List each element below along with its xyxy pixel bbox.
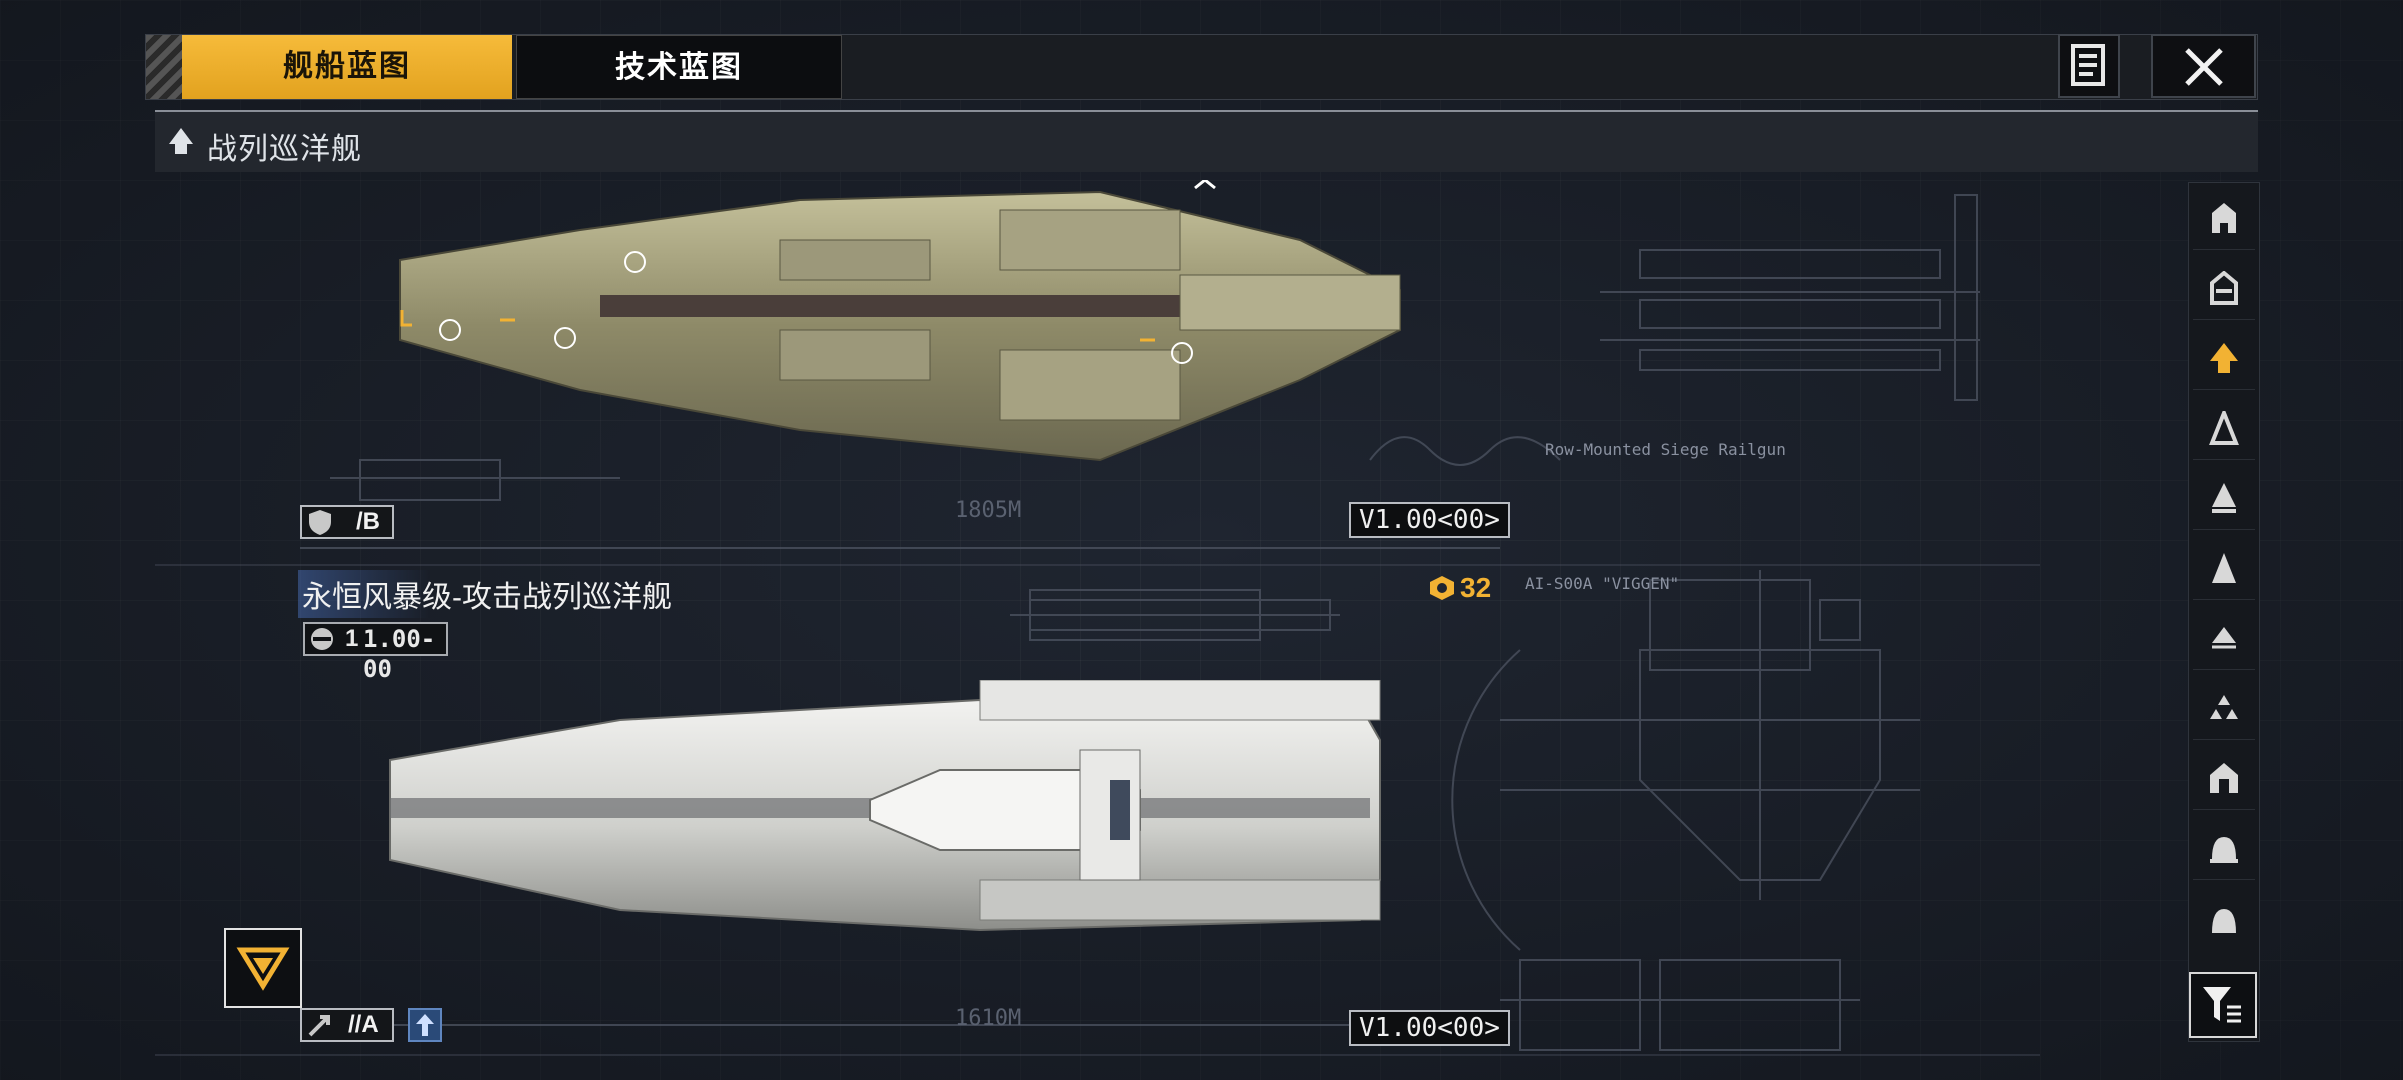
shield-icon	[309, 510, 331, 535]
ship-1-length: 1805M	[955, 498, 1022, 523]
dreadnought-icon	[2210, 763, 2238, 793]
collapse-button[interactable]	[224, 928, 302, 1008]
document-icon	[2071, 44, 2105, 86]
side-item-escort[interactable]	[2193, 607, 2255, 670]
filter-button[interactable]	[2189, 972, 2257, 1038]
frigate-icon	[2212, 203, 2236, 233]
destroyer-icon	[2210, 271, 2238, 305]
support-icon	[2210, 695, 2238, 719]
notes-button[interactable]	[2058, 34, 2120, 98]
carrier-icon	[2212, 553, 2236, 583]
level-icon	[311, 628, 333, 650]
ship-1-grade-tag: /B	[300, 505, 394, 539]
ship-model-2[interactable]	[380, 680, 1390, 950]
station-icon	[2210, 837, 2238, 863]
ship-2-level: 1.00-00	[363, 625, 436, 683]
blueprint-fragment-icon	[1430, 576, 1454, 600]
ship-2-grade: //A	[348, 1011, 379, 1038]
category-label: 战列巡洋舰	[207, 133, 362, 166]
side-item-battlecruiser[interactable]	[2193, 327, 2255, 390]
tab-bar-stripe	[146, 35, 182, 99]
attack-icon	[308, 1015, 330, 1037]
ship-2-level-prefix: 1	[345, 625, 359, 652]
battlecruiser-icon	[2210, 343, 2238, 373]
ship-2-length: 1610M	[955, 1006, 1022, 1031]
side-item-cruiser[interactable]	[2193, 397, 2255, 460]
ship-1-version: V1.00<00>	[1349, 502, 1510, 538]
side-item-special[interactable]	[2193, 887, 2255, 949]
special-icon	[2212, 909, 2236, 933]
side-item-destroyer[interactable]	[2193, 257, 2255, 320]
side-item-heavy-cruiser[interactable]	[2193, 467, 2255, 530]
ship-class-panel	[2188, 182, 2260, 1042]
ship-2-grade-tag: //A	[300, 1008, 394, 1042]
chevron-down-icon	[236, 947, 290, 991]
side-item-frigate[interactable]	[2193, 187, 2255, 250]
tab-ship-blueprint[interactable]: 舰船蓝图	[182, 35, 512, 99]
side-item-dreadnought[interactable]	[2193, 747, 2255, 810]
battlecruiser-class-icon	[169, 128, 193, 154]
arrow-up-icon	[416, 1014, 434, 1036]
blueprint-label-model: AI-S00A "VIGGEN"	[1525, 574, 1680, 593]
ship-2-level-tag: 1 1.00-00	[303, 622, 448, 683]
heavy-cruiser-icon	[2212, 483, 2236, 513]
side-item-support[interactable]	[2193, 677, 2255, 740]
category-header: 战列巡洋舰	[155, 110, 2258, 172]
ship-2-name: 永恒风暴级-攻击战列巡洋舰	[298, 570, 676, 618]
tab-tech-blueprint[interactable]: 技术蓝图	[516, 35, 842, 99]
ship-2-upgrade-badge	[408, 1008, 442, 1042]
escort-icon	[2212, 627, 2236, 649]
ship-2-version: V1.00<00>	[1349, 1010, 1510, 1046]
blueprint-label-rail: Row-Mounted Siege Railgun	[1545, 440, 1786, 459]
side-item-station[interactable]	[2193, 817, 2255, 880]
top-tab-bar: 舰船蓝图 技术蓝图	[145, 34, 2258, 100]
close-button[interactable]	[2151, 34, 2256, 98]
filter-icon	[2203, 987, 2241, 1023]
side-item-carrier[interactable]	[2193, 537, 2255, 600]
cruiser-icon	[2209, 411, 2239, 445]
ship-1-grade: /B	[356, 508, 380, 535]
ship-2-count-value: 32	[1460, 572, 1492, 603]
ship-model-1[interactable]	[380, 180, 1410, 470]
close-icon	[2185, 48, 2223, 86]
